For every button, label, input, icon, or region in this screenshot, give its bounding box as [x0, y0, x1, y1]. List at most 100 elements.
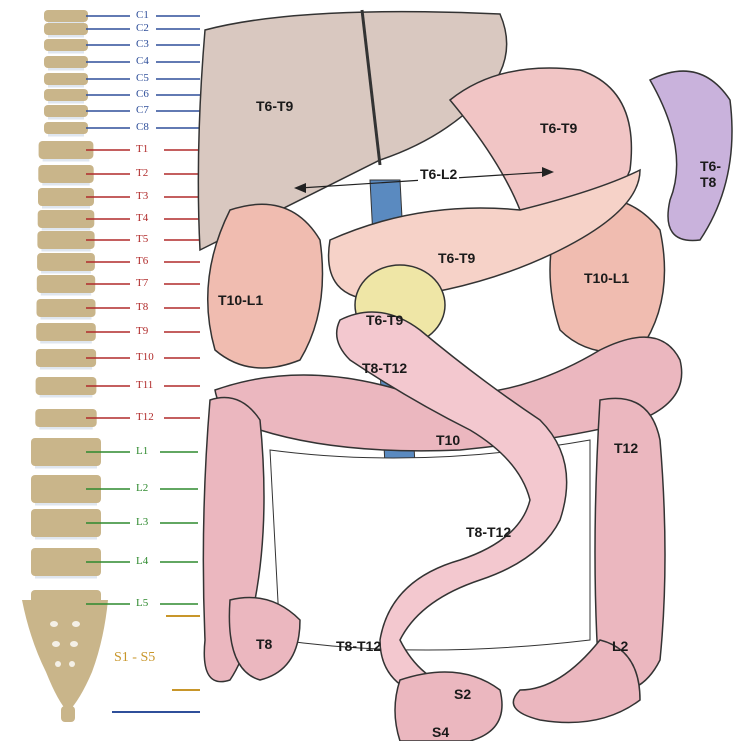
coccyx	[61, 706, 75, 722]
kidney-right	[207, 203, 324, 369]
vertebra-t8	[36, 299, 96, 317]
segment-label-t7: T7	[136, 277, 149, 289]
segment-label-t5: T5	[136, 233, 149, 245]
disc-t2	[42, 183, 90, 186]
duodenum-label: T8-T12	[362, 360, 408, 376]
disc-c7	[48, 117, 84, 120]
rectum-label: S2	[454, 686, 472, 702]
sigmoid-colon-label: L2	[612, 638, 629, 654]
vertebra-l3	[31, 509, 101, 537]
vertebra-t10	[35, 349, 97, 367]
segment-label-c1: C1	[136, 9, 149, 21]
sigmoid-colon	[512, 639, 641, 724]
vertebra-l2	[31, 475, 101, 503]
disc-t11	[39, 395, 93, 398]
segment-label-c7: C7	[136, 104, 149, 116]
disc-l2	[35, 503, 97, 506]
disc-t8	[40, 317, 92, 320]
segment-label-c2: C2	[136, 22, 149, 34]
disc-t7	[40, 293, 92, 296]
spleen-label: T6- T8	[700, 158, 721, 190]
vertebra-c1	[44, 10, 88, 22]
liver-ligament	[360, 9, 382, 166]
segment-label-t11: T11	[136, 379, 154, 391]
disc-c8	[48, 134, 84, 137]
segment-label-c8: C8	[136, 121, 149, 133]
transverse-colon-label: T10	[436, 432, 461, 448]
disc-c3	[48, 51, 84, 54]
vertebra-t3	[38, 188, 94, 206]
segment-label-l5: L5	[136, 597, 149, 609]
vertebra-c5	[44, 73, 88, 85]
disc-l1	[35, 466, 97, 469]
vertebra-t5	[37, 231, 95, 249]
small-intestine-label: T8-T12	[466, 524, 512, 540]
sacral-foramen	[52, 641, 60, 647]
kidney-right-label: T10-L1	[218, 292, 264, 308]
segment-label-c3: C3	[136, 38, 149, 50]
segment-label-t10: T10	[136, 351, 154, 363]
organs	[197, 9, 733, 741]
mesentery	[269, 439, 591, 651]
vertebra-l1	[31, 438, 101, 466]
vertebra-c3	[44, 39, 88, 51]
sacral-foramen	[69, 661, 75, 667]
disc-c5	[48, 85, 84, 88]
segment-label-s1s5: S1 - S5	[114, 650, 156, 665]
vertebra-c8	[44, 122, 88, 134]
segment-lines	[86, 15, 200, 605]
segment-label-l2: L2	[136, 482, 149, 494]
segment-label-t1: T1	[136, 143, 149, 155]
segment-label-t2: T2	[136, 167, 149, 179]
segment-label-t12: T12	[136, 411, 154, 423]
vertebra-c4	[44, 56, 88, 68]
vertebra-c7	[44, 105, 88, 117]
kidney-left-label: T10-L1	[584, 270, 630, 286]
gallbladder-label: T6-T9	[366, 312, 404, 328]
segment-label-c6: C6	[136, 88, 149, 100]
anus-label: S4	[432, 724, 450, 740]
vertebra-t6	[37, 253, 95, 271]
sacral-foramen	[50, 621, 58, 627]
cecum	[228, 596, 301, 681]
segment-label-t9: T9	[136, 325, 149, 337]
vertebra-l4	[31, 548, 101, 576]
disc-l3	[35, 537, 97, 540]
stomach-label: T6-T9	[540, 120, 578, 136]
vertebra-t12	[35, 409, 97, 427]
disc-t5	[41, 249, 91, 252]
liver-label: T6-T9	[256, 98, 294, 114]
segment-label-t3: T3	[136, 190, 149, 202]
vertebra-t2	[38, 165, 94, 183]
disc-t9	[40, 341, 92, 344]
disc-t4	[41, 228, 91, 231]
disc-l4	[35, 576, 97, 579]
vertebra-t1	[38, 141, 94, 159]
sacrum	[22, 600, 108, 712]
segment-label-t6: T6	[136, 255, 149, 267]
ascending-colon-label: T8	[256, 636, 273, 652]
segment-label-l1: L1	[136, 445, 149, 457]
spleen	[648, 70, 733, 242]
disc-t1	[42, 159, 90, 162]
disc-c2	[48, 35, 84, 38]
vertebra-c2	[44, 23, 88, 35]
disc-t10	[39, 367, 93, 370]
vertebra-t9	[36, 323, 96, 341]
disc-t12	[39, 427, 93, 430]
segment-label-l4: L4	[136, 555, 149, 567]
descending-colon	[594, 397, 666, 693]
disc-c6	[48, 101, 84, 104]
disc-c4	[48, 68, 84, 71]
vertebrae	[31, 10, 101, 621]
sacral-foramen	[55, 661, 61, 667]
vertebra-c6	[44, 89, 88, 101]
segment-label-c4: C4	[136, 55, 149, 67]
segment-label-t8: T8	[136, 301, 149, 313]
vertebra-t7	[36, 275, 96, 293]
segment-label-c5: C5	[136, 72, 149, 84]
disc-t6	[41, 271, 91, 274]
ileum-label: T8-T12	[336, 638, 382, 654]
